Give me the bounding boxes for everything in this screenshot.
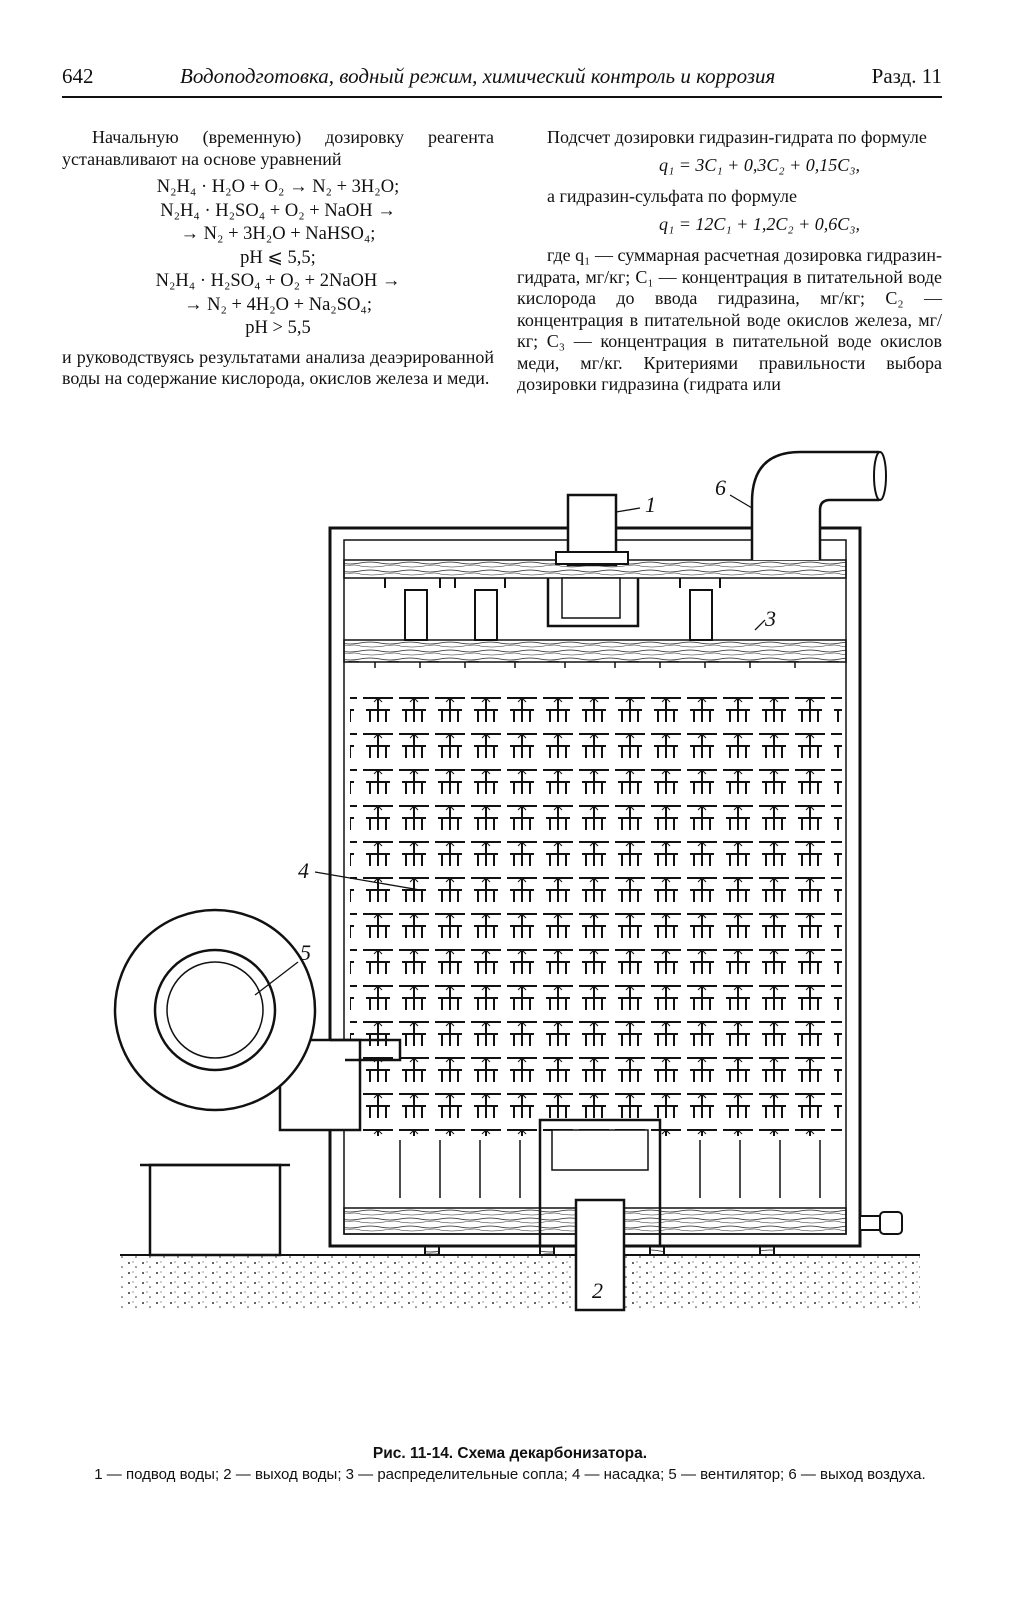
- formula-hydrate: q₁ = 3C₁ + 0,3C₂ + 0,15C₃,: [659, 154, 860, 175]
- figure-label-3: 3: [764, 606, 776, 631]
- equation-line: N₂H₄ · H₂O + O₂ → N₂ + 3H₂O;: [156, 177, 400, 197]
- ground: [120, 1255, 920, 1310]
- running-header: 642 Водоподготовка, водный режим, химиче…: [62, 64, 942, 94]
- equation-line: N₂H₄ · H₂SO₄ + O₂ + 2NaOH →: [155, 271, 401, 291]
- figure-label-1: 1: [645, 492, 656, 517]
- running-title: Водоподготовка, водный режим, химический…: [180, 64, 776, 88]
- packing: [350, 686, 842, 1136]
- right-column: Подсчет дозировки гидразин-гидрата по фо…: [517, 127, 942, 396]
- figure-label-6: 6: [715, 475, 726, 500]
- right-paragraph-1: Подсчет дозировки гидразин-гидрата по фо…: [547, 127, 927, 147]
- equation-line: N₂H₄ · H₂SO₄ + O₂ + NaOH →: [160, 200, 396, 221]
- header-rule: [62, 96, 942, 98]
- formula-sulfate: q₁ = 12C₁ + 1,2C₂ + 0,6C₃,: [659, 213, 860, 234]
- left-column: Начальную (временную) дозировку реагента…: [62, 127, 494, 390]
- right-paragraph-3: где q₁ — суммарная расчетная дозировка г…: [517, 245, 942, 394]
- distribution-nozzles: [374, 662, 796, 668]
- left-outro: и руководствуясь результатами анализа де…: [62, 346, 494, 389]
- equation-line: → N₂ + 3H₂O + NaHSO₄;: [180, 224, 376, 244]
- equation-line: pH ⩽ 5,5;: [240, 247, 316, 268]
- left-intro: Начальную (временную) дозировку реагента…: [62, 127, 494, 169]
- figure-label-5: 5: [300, 940, 311, 965]
- figure-label-4: 4: [298, 858, 309, 883]
- section-label: Разд. 11: [871, 64, 942, 88]
- figure-label-2: 2: [592, 1278, 603, 1303]
- fan: [113, 908, 402, 1257]
- drain-valve: [859, 1211, 903, 1235]
- air-outlet-pipe: [750, 450, 880, 560]
- right-paragraph-2: а гидразин-сульфата по формуле: [547, 186, 798, 206]
- caption-title: Рис. 11-14. Схема декарбонизатора.: [372, 1445, 648, 1462]
- water-outlet-pipe: [574, 1198, 626, 1312]
- caption-legend: 1 — подвод воды; 2 — выход воды; 3 — рас…: [94, 1466, 926, 1483]
- equation-line: → N₂ + 4H₂O + Na₂SO₄;: [184, 294, 372, 315]
- page-number: 642: [62, 64, 94, 88]
- equation-line: pH > 5,5: [245, 318, 311, 338]
- decarbonizer-diagram: 1 6 3 4 5 2: [113, 450, 920, 1312]
- reaction-equations: N₂H₄ · H₂O + O₂ → N₂ + 3H₂O; N₂H₄ · H₂SO…: [62, 176, 494, 341]
- figure-caption: Рис. 11-14. Схема декарбонизатора. 1 — п…: [60, 1445, 960, 1483]
- distribution-plate: [343, 639, 847, 663]
